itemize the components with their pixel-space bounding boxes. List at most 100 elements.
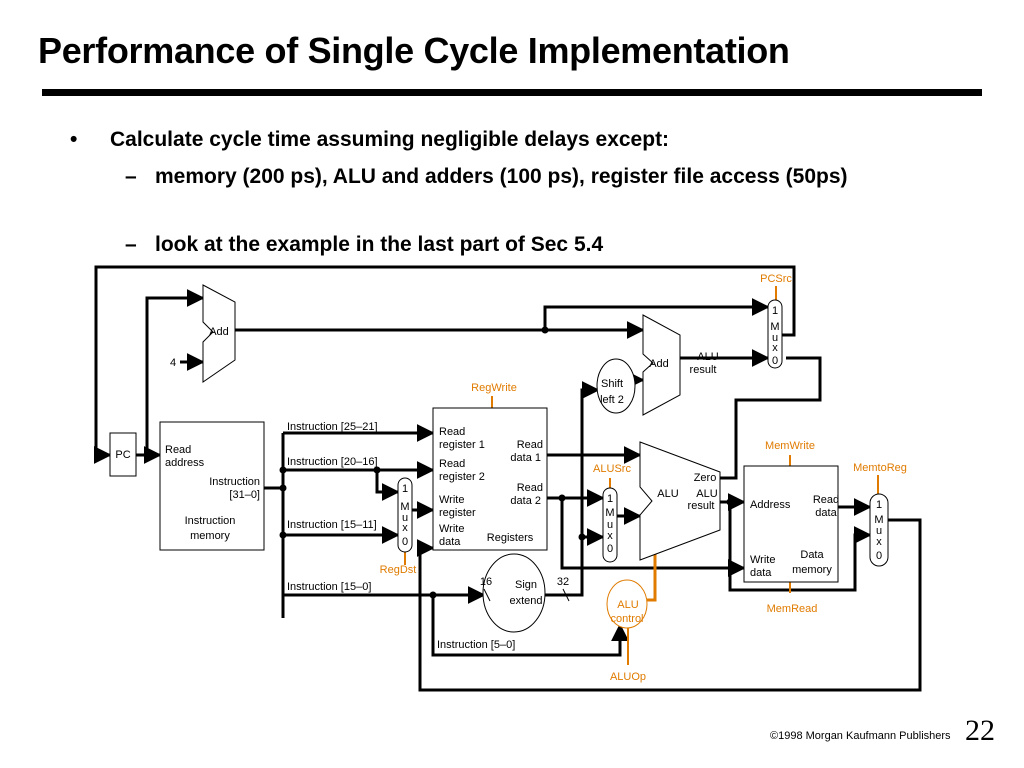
label-read-data2-b: data 2: [510, 495, 541, 507]
diagram-labels: Add 4 Add ALU result PCSrc 1 M u x 0 Shi…: [115, 273, 907, 683]
label-add: Add: [209, 326, 229, 338]
control-wires: [404, 286, 879, 665]
mux-regdst: [397, 477, 413, 553]
mux-memtoreg-m: M: [874, 514, 883, 526]
mux-alusrc-zero: 0: [607, 543, 613, 555]
instruction-memory: [159, 421, 265, 551]
alu-control: [606, 579, 648, 629]
bus-slashes: [483, 588, 570, 602]
label-alu-control-1: ALU: [617, 599, 638, 611]
label-sign-1: Sign: [515, 579, 537, 591]
bullet-marker: •: [70, 128, 78, 151]
label-imem-name-1: Instruction: [185, 515, 236, 527]
label-aluop: ALUOp: [610, 671, 646, 683]
mux-alusrc-x: x: [607, 530, 613, 542]
label-write-reg-a: Write: [439, 494, 464, 506]
label-regwrite: RegWrite: [471, 382, 517, 394]
label-add-result-2: result: [690, 364, 717, 376]
label-bus-32: 32: [557, 576, 569, 588]
label-add-result-1: ALU: [697, 351, 718, 363]
label-instr-15-0: Instruction [15–0]: [287, 581, 371, 593]
label-sign-2: extend: [509, 595, 542, 607]
alu: [639, 441, 721, 561]
mux-pcsrc-x: x: [772, 342, 778, 354]
label-add-branch: Add: [649, 358, 669, 370]
data-memory: [743, 465, 839, 583]
mux-regdst-m: M: [400, 501, 409, 513]
slide-number: 22: [965, 714, 995, 747]
label-alusrc: ALUSrc: [593, 463, 631, 475]
sub-bullet-marker: –: [125, 165, 137, 188]
mux-regdst-u: u: [402, 512, 408, 524]
label-alu-control-2: control: [610, 613, 643, 625]
mux-pcsrc-one: 1: [772, 305, 778, 317]
label-dmem-write-1: Write: [750, 554, 775, 566]
label-memread: MemRead: [767, 603, 818, 615]
label-shift-2: left 2: [600, 394, 624, 406]
wire-pc-to-add: [145, 289, 205, 455]
add-branch: [642, 314, 681, 416]
label-instr-25-21: Instruction [25–21]: [287, 421, 378, 433]
label-zero: Zero: [694, 472, 717, 484]
label-dmem-read-2: data: [815, 507, 837, 519]
label-dmem-write-2: data: [750, 567, 772, 579]
mux-memtoreg-zero: 0: [876, 550, 882, 562]
components: [109, 284, 889, 633]
mux-pcsrc-m: M: [770, 321, 779, 333]
mux-regdst-zero: 0: [402, 536, 408, 548]
label-read-data1-a: Read: [517, 439, 543, 451]
label-read-reg1-a: Read: [439, 426, 465, 438]
label-imem-read: Read: [165, 444, 191, 456]
label-read-data1-b: data 1: [510, 452, 541, 464]
wire-alu-to-memtoreg: [728, 502, 872, 592]
add-pc4: [202, 284, 236, 383]
wire-signext-to-mux: [545, 528, 605, 597]
label-imem-bits: [31–0]: [229, 489, 260, 501]
wire-mux-to-pc: [93, 265, 796, 464]
label-read-reg2-b: register 2: [439, 471, 485, 483]
label-shift-1: Shift: [601, 378, 623, 390]
label-instr-15-11: Instruction [15–11]: [287, 519, 377, 531]
title-rule: [42, 89, 982, 96]
mux-pcsrc: [767, 299, 783, 369]
label-memtoreg: MemtoReg: [853, 462, 907, 474]
junctions: [143, 326, 734, 599]
slide-title: Performance of Single Cycle Implementati…: [38, 30, 790, 71]
ctl-alu-operation: [645, 540, 657, 602]
wire-signext-to-shift: [580, 381, 600, 537]
mux-memtoreg-one: 1: [876, 499, 882, 511]
label-imem-address: address: [165, 457, 205, 469]
label-alu-result-2: result: [688, 500, 715, 512]
sign-extend: [482, 553, 546, 633]
bullet-main-text: Calculate cycle time assuming negligible…: [110, 128, 670, 151]
mux-alusrc-one: 1: [607, 493, 613, 505]
label-imem-name-2: memory: [190, 530, 230, 542]
bullet-main: • Calculate cycle time assuming negligibl…: [70, 128, 669, 152]
label-regdst: RegDst: [380, 564, 417, 576]
copyright: ©1998 Morgan Kaufmann Publishers: [770, 730, 951, 742]
register-file: [432, 407, 548, 551]
sub-bullet-marker: –: [125, 233, 137, 256]
label-memwrite: MemWrite: [765, 440, 815, 452]
mux-regdst-x: x: [402, 522, 408, 534]
label-instr-20-16: Instruction [20–16]: [287, 456, 378, 468]
label-instr-5-0: Instruction [5–0]: [437, 639, 515, 651]
label-pcsrc: PCSrc: [760, 273, 792, 285]
label-address: Address: [750, 499, 791, 511]
shift-left-2: [596, 358, 636, 414]
label-alu-result-1: ALU: [696, 488, 717, 500]
mux-regdst-one: 1: [402, 483, 408, 495]
wire-readdata2-to-mem: [560, 498, 746, 577]
mux-alusrc-u: u: [607, 519, 613, 531]
label-imem-instruction: Instruction: [209, 476, 260, 488]
label-alu: ALU: [657, 488, 678, 500]
mux-alusrc-m: M: [605, 507, 614, 519]
mux-alusrc: [602, 487, 618, 563]
mux-memtoreg: [869, 493, 889, 567]
pc-register: [109, 432, 137, 477]
mux-pcsrc-zero: 0: [772, 355, 778, 367]
sub-bullet-1-text: memory (200 ps), ALU and adders (100 ps)…: [155, 165, 848, 188]
wire-zero: [720, 356, 822, 480]
label-write-data-b: data: [439, 536, 461, 548]
